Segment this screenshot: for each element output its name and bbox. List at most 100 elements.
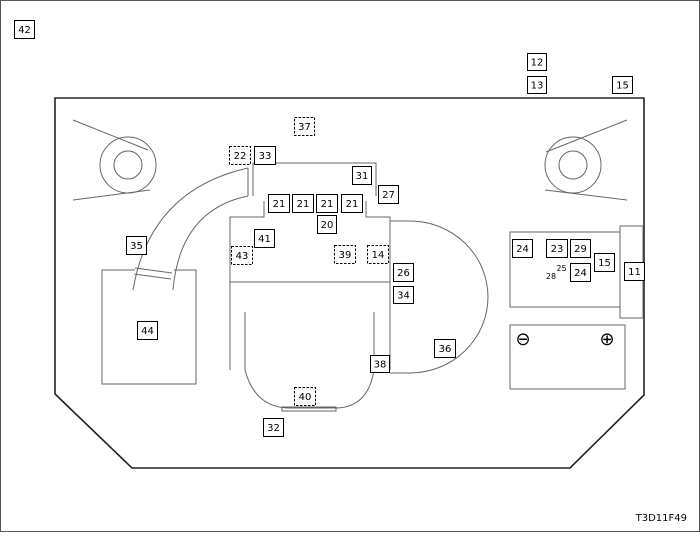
- callout-15: 15: [594, 253, 615, 272]
- callout-21: 21: [268, 194, 290, 213]
- callout-text-41: 41: [258, 234, 271, 245]
- callout-text-24: 24: [574, 268, 587, 279]
- callout-box-26: [393, 263, 414, 282]
- callout-13: 13: [527, 76, 547, 94]
- callout-box-41: [254, 229, 275, 248]
- callout-box-15: [612, 76, 633, 94]
- callout-22: 22: [229, 146, 251, 165]
- callout-44: 44: [137, 321, 158, 340]
- callout-text-27: 27: [382, 190, 395, 201]
- callout-box-25: [553, 262, 570, 273]
- engine-block: [229, 162, 391, 412]
- callout-box-35: [126, 236, 147, 255]
- callout-text-23: 23: [551, 244, 564, 255]
- battery: [509, 324, 626, 390]
- callout-41: 41: [254, 229, 275, 248]
- callout-text-37: 37: [298, 122, 311, 133]
- callout-box-24: [512, 239, 533, 258]
- callout-text-38: 38: [374, 360, 387, 371]
- callout-text-44: 44: [141, 326, 154, 337]
- callout-box-21: [341, 194, 363, 213]
- callout-text-29: 29: [574, 244, 587, 255]
- callout-text-15: 15: [616, 81, 629, 92]
- callout-35: 35: [126, 236, 147, 255]
- callout-42: 42: [14, 20, 35, 39]
- callout-text-31: 31: [356, 171, 369, 182]
- callout-text-26: 26: [397, 268, 410, 279]
- callout-box-15: [594, 253, 615, 272]
- callout-box-24: [570, 263, 591, 282]
- battery-positive-icon: ⊕: [599, 329, 614, 350]
- callout-text-28: 28: [546, 272, 556, 281]
- callout-box-13: [527, 76, 547, 94]
- callout-40: 40: [294, 387, 316, 406]
- callout-box-36: [434, 339, 456, 358]
- callout-28: 28: [544, 270, 558, 281]
- callout-33: 33: [254, 146, 276, 165]
- callout-text-12: 12: [531, 58, 544, 69]
- callout-box-14: [367, 245, 389, 264]
- callout-20: 20: [317, 215, 337, 234]
- callout-box-21: [292, 194, 314, 213]
- callout-text-25: 25: [556, 264, 566, 273]
- callout-21: 21: [316, 194, 338, 213]
- callout-box-31: [352, 166, 372, 185]
- callout-box-23: [546, 239, 568, 258]
- callout-text-21: 21: [321, 199, 334, 210]
- callout-box-29: [570, 239, 591, 258]
- callout-text-33: 33: [259, 151, 272, 162]
- callout-text-34: 34: [397, 291, 410, 302]
- callout-text-22: 22: [234, 151, 247, 162]
- callout-box-11: [624, 262, 645, 281]
- callout-29: 29: [570, 239, 591, 258]
- callout-11: 11: [624, 262, 645, 281]
- callout-12: 12: [527, 53, 547, 71]
- callout-26: 26: [393, 263, 414, 282]
- callout-14: 14: [367, 245, 389, 264]
- label-callouts: 42 12 13 15 37 22 33 31 27 21 21 21 21 20 41 43 39 14 35 26…: [14, 20, 645, 437]
- callout-box-21: [316, 194, 338, 213]
- callout-32: 32: [263, 418, 284, 437]
- callout-box-38: [370, 355, 390, 373]
- callout-box-34: [393, 286, 414, 304]
- callout-23: 23: [546, 239, 568, 258]
- callout-box-37: [294, 117, 315, 136]
- callout-text-15: 15: [598, 258, 611, 269]
- callout-box-22: [229, 146, 251, 165]
- callout-15: 15: [612, 76, 633, 94]
- callout-text-43: 43: [236, 251, 249, 262]
- callout-27: 27: [378, 185, 399, 204]
- callout-box-21: [268, 194, 290, 213]
- compartment-outline: [54, 97, 645, 469]
- callout-text-39: 39: [339, 250, 352, 261]
- callout-box-12: [527, 53, 547, 71]
- callout-box-39: [334, 245, 356, 264]
- left-pulley: [72, 119, 157, 201]
- callout-text-24: 24: [516, 244, 529, 255]
- callout-38: 38: [370, 355, 390, 373]
- callout-text-21: 21: [297, 199, 310, 210]
- callout-text-21: 21: [346, 199, 359, 210]
- callout-24: 24: [570, 263, 591, 282]
- battery-negative-icon: ⊖: [515, 329, 530, 350]
- figure-code: T3D11F49: [635, 513, 687, 524]
- callout-box-42: [14, 20, 35, 39]
- air-duct: [132, 167, 249, 291]
- callout-box-44: [137, 321, 158, 340]
- callout-39: 39: [334, 245, 356, 264]
- callout-text-40: 40: [299, 392, 312, 403]
- callout-21: 21: [341, 194, 363, 213]
- callout-36: 36: [434, 339, 456, 358]
- callout-25: 25: [553, 262, 570, 273]
- callout-box-33: [254, 146, 276, 165]
- callout-box-20: [317, 215, 337, 234]
- callout-43: 43: [231, 246, 253, 265]
- callout-31: 31: [352, 166, 372, 185]
- callout-box-32: [263, 418, 284, 437]
- callout-text-32: 32: [267, 423, 280, 434]
- callout-text-35: 35: [130, 241, 143, 252]
- callout-box-28: [544, 270, 558, 281]
- callout-text-36: 36: [439, 344, 452, 355]
- fan-shroud: [390, 220, 489, 374]
